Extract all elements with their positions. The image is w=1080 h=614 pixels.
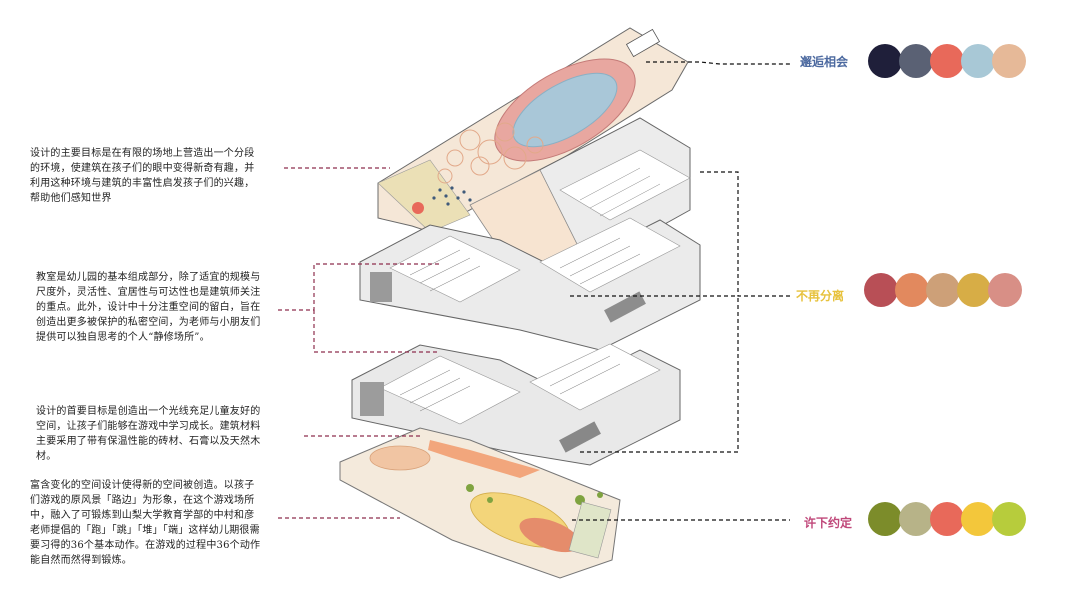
color-swatch-top-5 (992, 44, 1026, 78)
color-swatch-bottom-4 (961, 502, 995, 536)
color-swatch-top-4 (961, 44, 995, 78)
color-swatch-middle-5 (988, 273, 1022, 307)
label-middle: 不再分离 (796, 289, 845, 303)
color-swatch-top-3 (930, 44, 964, 78)
color-swatch-top-1 (868, 44, 902, 78)
color-swatch-middle-1 (864, 273, 898, 307)
color-swatch-bottom-5 (992, 502, 1026, 536)
color-swatch-bottom-1 (868, 502, 902, 536)
description-paragraph-4: 富含变化的空间设计使得新的空间被创造。以孩子们游戏的原风景「路边」为形象，在这个… (30, 480, 261, 566)
connector-top (646, 61, 790, 65)
label-bottom: 许下约定 (804, 516, 853, 530)
description-paragraph-1: 设计的主要目标是在有限的场地上营造出一个分段的环境，使建筑在孩子们的眼中变得新奇… (30, 148, 255, 204)
roof-playground-layer (377, 27, 689, 233)
color-swatch-middle-4 (957, 273, 991, 307)
connector-middle (700, 171, 790, 297)
description-paragraph-2: 教室是幼儿园的基本组成部分，除了适宜的规模与尺度外，灵活性、宜居性与可达性也是建… (36, 272, 261, 343)
ground-landscape-layer (339, 427, 621, 579)
upper-floor-layer (469, 117, 691, 281)
color-swatch-top-2 (899, 44, 933, 78)
palette-top (868, 44, 1026, 78)
palette-bottom (868, 502, 1026, 536)
color-swatch-bottom-2 (899, 502, 933, 536)
right-connectors (570, 61, 790, 521)
color-swatch-middle-2 (895, 273, 929, 307)
color-swatch-middle-3 (926, 273, 960, 307)
color-swatch-bottom-3 (930, 502, 964, 536)
label-top: 邂逅相会 (800, 55, 849, 69)
second-floor-layer (359, 217, 701, 351)
description-paragraph-3: 设计的首要目标是创造出一个光线充足儿童友好的空间，让孩子们能够在游戏中学习成长。… (36, 406, 261, 462)
palette-middle (864, 273, 1022, 307)
left-leaders (278, 167, 440, 519)
